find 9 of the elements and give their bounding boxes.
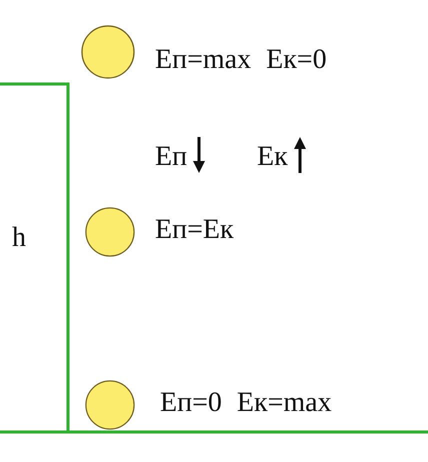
ball [85, 207, 135, 257]
ball [81, 25, 135, 79]
energy-label: Еп=0 Ек=max [160, 387, 332, 419]
energy-symbol: Еп [155, 141, 188, 173]
energy-label: Еп=max Ек=0 [155, 44, 327, 76]
height-label: h [12, 222, 26, 254]
energy-label: Еп=Ек [155, 214, 234, 246]
ball [85, 380, 135, 430]
energy-symbol: Ек [257, 141, 288, 173]
